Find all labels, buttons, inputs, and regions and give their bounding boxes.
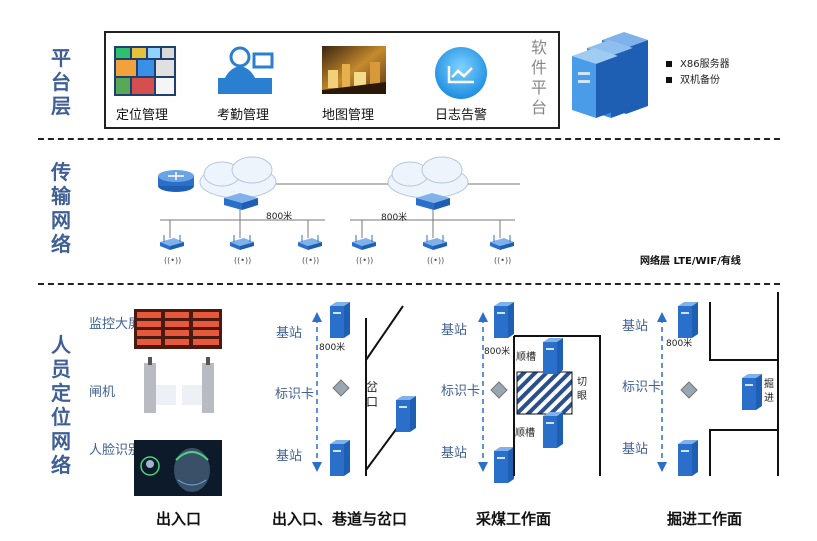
svg-text:((•)): ((•))	[427, 256, 444, 265]
mining-base-bottom-label: 基站	[441, 446, 468, 461]
device-label-gate: 闸机	[89, 385, 116, 400]
mining-trough-bottom-label: 顺槽	[515, 428, 535, 439]
platform-box	[104, 31, 560, 129]
separator-top	[38, 138, 780, 140]
face-recognition-image	[134, 440, 222, 496]
log-chart-icon	[435, 47, 487, 99]
svg-text:((•)): ((•))	[164, 256, 181, 265]
mining-trough-top-label: 顺槽	[516, 352, 536, 363]
tunneling-base-top-label: 基站	[622, 319, 649, 334]
tunneling-distance-label: 800米	[666, 339, 693, 349]
layer-label-personnel: 人员定位网络	[51, 333, 71, 477]
svg-text:((•)): ((•))	[356, 256, 373, 265]
footer-tunneling-face: 掘进工作面	[667, 510, 743, 528]
module-label-map: 地图管理	[322, 108, 375, 123]
roadway-base-top-label: 基站	[276, 326, 303, 341]
link-distance-left: 800米	[266, 212, 293, 222]
svg-text:((•)): ((•))	[302, 256, 319, 265]
link-distance-right: 800米	[381, 213, 408, 223]
server-note-x86: X86服务器	[666, 55, 730, 70]
module-label-attendance: 考勤管理	[217, 108, 270, 123]
roadway-tag-label: 标识卡	[275, 387, 315, 402]
footer-coal-mining-face: 采煤工作面	[476, 510, 552, 528]
roadway-fork-label: 岔口	[366, 380, 379, 409]
footer-entrance: 出入口	[156, 510, 202, 528]
mining-tag-label: 标识卡	[441, 384, 481, 399]
layer-label-platform: 平台层	[51, 46, 71, 118]
mining-base-top-label: 基站	[441, 323, 468, 338]
server-cluster-icon	[572, 32, 648, 118]
dashboard-screen-icon	[114, 46, 176, 96]
svg-text:((•)): ((•))	[494, 256, 511, 265]
network-layer-note: 网络层 LTE/WIF/有线	[640, 256, 741, 267]
mining-cut-eye-label: 切眼	[577, 377, 587, 402]
svg-text:((•)): ((•))	[234, 256, 251, 265]
turnstile-gate-image	[144, 357, 214, 413]
roadway-base-bottom-label: 基站	[276, 449, 303, 464]
tunneling-tag-label: 标识卡	[622, 380, 662, 395]
separator-bottom	[38, 283, 780, 285]
software-platform-label: 软件平台	[530, 38, 547, 117]
map-photo-icon	[322, 46, 386, 94]
attendance-operator-icon	[218, 46, 274, 94]
monitor-wall-image	[134, 309, 222, 349]
module-label-positioning: 定位管理	[116, 108, 169, 123]
layer-label-transport: 传输网络	[51, 160, 71, 256]
roadway-distance-label: 800米	[319, 343, 346, 353]
server-note-backup: 双机备份	[666, 71, 720, 86]
mining-distance-label: 800米	[484, 347, 511, 357]
footer-roadway-fork: 出入口、巷道与岔口	[272, 510, 408, 528]
tunneling-base-bottom-label: 基站	[622, 442, 649, 457]
module-label-log-alarm: 日志告警	[435, 108, 488, 123]
tunneling-advance-label: 掘进	[764, 379, 774, 404]
